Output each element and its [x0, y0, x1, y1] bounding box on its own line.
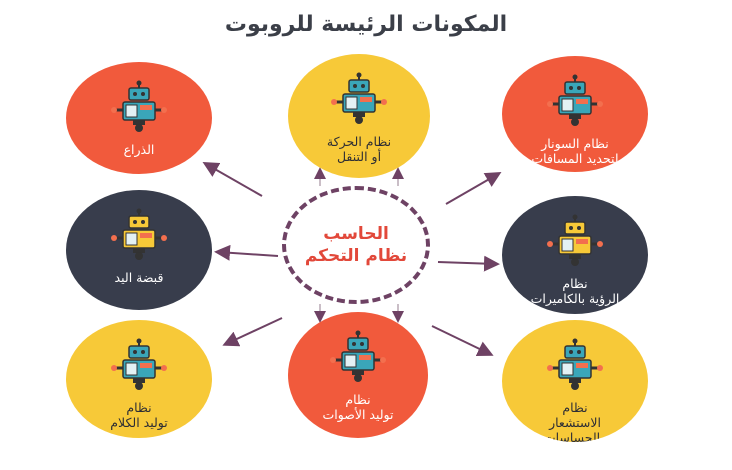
arrow-to-gripper: [214, 244, 279, 261]
control-system-center: الحاسب نظام التحكم: [282, 186, 430, 304]
node-sensors: نظام الاستشعار والحساسات: [502, 320, 648, 442]
node-motion: نظام الحركة أو التنقل: [288, 54, 430, 178]
node-label: نظام الحركة أو التنقل: [326, 134, 392, 164]
robot-icon: [109, 80, 169, 136]
node-sonar: نظام السونار لتحديد المسافات: [502, 56, 648, 172]
node-label: قبضة اليد: [114, 270, 164, 285]
center-line-2: نظام التحكم: [304, 246, 408, 266]
node-vision: نظام الرؤية بالكاميرات: [502, 196, 648, 314]
center-line-1: الحاسب: [323, 224, 389, 244]
robot-icon: [109, 338, 169, 394]
arrow-to-sensors: [431, 325, 494, 356]
node-arm: الذراع: [66, 62, 212, 174]
node-label: الذراع: [123, 142, 155, 157]
arrow-to-vision: [437, 255, 500, 272]
node-label: نظام توليد الأصوات: [322, 392, 394, 422]
arrow-to-sonar: [445, 172, 502, 205]
arrow-to-speech: [222, 317, 283, 347]
robot-icon: [109, 208, 169, 264]
robot-icon: [545, 338, 605, 394]
node-label: نظام الرؤية بالكاميرات: [530, 276, 620, 306]
node-label: نظام السونار لتحديد المسافات: [531, 136, 619, 166]
diagram-title: المكونات الرئيسة للروبوت: [224, 12, 508, 37]
robot-icon: [545, 214, 605, 270]
robot-icon: [328, 330, 388, 386]
node-label: نظام الاستشعار والحساسات: [543, 400, 607, 442]
node-speech: نظام توليد الكلام: [66, 320, 212, 438]
robot-icon: [329, 72, 389, 128]
node-gripper: قبضة اليد: [66, 190, 212, 310]
node-label: نظام توليد الكلام: [110, 400, 168, 430]
node-sounds: نظام توليد الأصوات: [288, 312, 428, 438]
robot-icon: [545, 74, 605, 130]
arrow-to-arm: [202, 162, 263, 197]
